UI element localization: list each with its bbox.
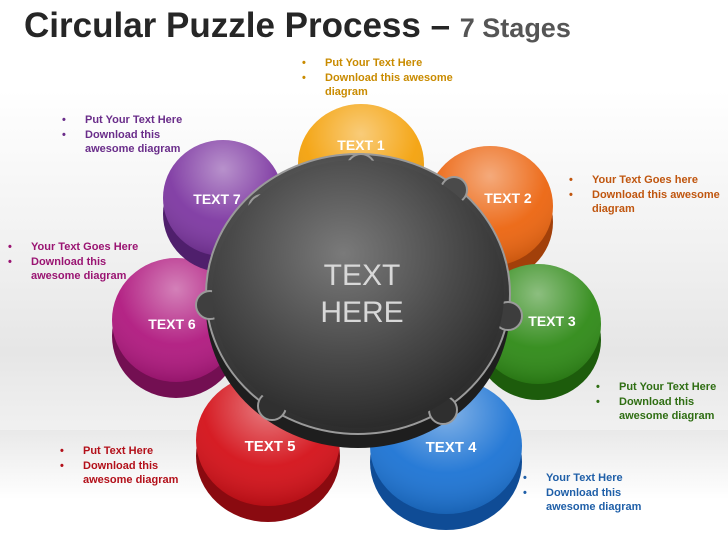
- note-stage-3: Put Your Text Here Download this awesome…: [594, 380, 726, 424]
- note-stage-5: Put Text Here Download this awesome diag…: [58, 444, 208, 488]
- note-4-line-2: Download this awesome diagram: [521, 486, 661, 515]
- note-4-line-1: Your Text Here: [521, 471, 661, 486]
- note-stage-1: Put Your Text Here Download this awesome…: [300, 56, 470, 100]
- note-7-line-2: Download this awesome diagram: [60, 128, 210, 157]
- piece-2-label: TEXT 2: [484, 190, 532, 206]
- note-stage-4: Your Text Here Download this awesome dia…: [521, 471, 661, 515]
- center-text-line2: HERE: [320, 296, 403, 329]
- note-5-line-1: Put Text Here: [58, 444, 208, 459]
- piece-6-label: TEXT 6: [148, 316, 196, 332]
- note-2-line-1: Your Text Goes here: [567, 173, 727, 188]
- note-6-line-2: Download this awesome diagram: [6, 255, 156, 284]
- note-3-line-2: Download this awesome diagram: [594, 395, 726, 424]
- center-text-line1: TEXT: [324, 259, 401, 292]
- piece-4-label: TEXT 4: [426, 439, 478, 456]
- note-stage-7: Put Your Text Here Download this awesome…: [60, 113, 210, 157]
- note-stage-6: Your Text Goes Here Download this awesom…: [6, 240, 156, 284]
- piece-3-label: TEXT 3: [528, 313, 576, 329]
- note-1-line-1: Put Your Text Here: [300, 56, 470, 71]
- title-main: Circular Puzzle Process –: [24, 6, 451, 45]
- note-7-line-1: Put Your Text Here: [60, 113, 210, 128]
- piece-7-label: TEXT 7: [193, 191, 241, 207]
- center-hub: TEXT HERE: [195, 153, 523, 448]
- note-stage-2: Your Text Goes here Download this awesom…: [567, 173, 727, 217]
- slide-title: Circular Puzzle Process – 7 Stages: [24, 6, 571, 46]
- piece-1-label: TEXT 1: [337, 137, 385, 153]
- note-2-line-2: Download this awesome diagram: [567, 188, 727, 217]
- piece-5-label: TEXT 5: [245, 438, 296, 455]
- note-6-line-1: Your Text Goes Here: [6, 240, 156, 255]
- note-1-line-2: Download this awesome diagram: [300, 71, 470, 100]
- title-sub: 7 Stages: [459, 13, 571, 43]
- note-3-line-1: Put Your Text Here: [594, 380, 726, 395]
- note-5-line-2: Download this awesome diagram: [58, 459, 208, 488]
